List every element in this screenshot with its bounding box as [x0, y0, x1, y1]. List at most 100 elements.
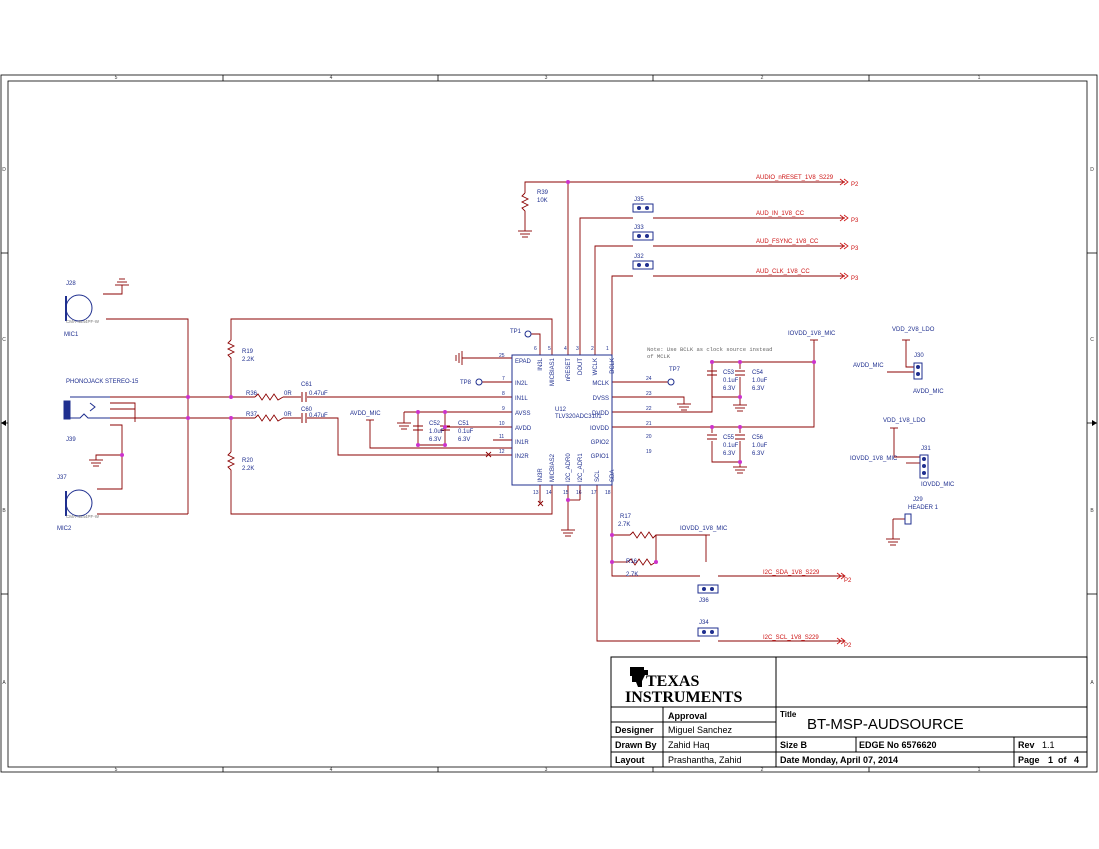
- ic-pin-number: 25: [499, 353, 505, 359]
- layout-label: Layout: [615, 755, 645, 765]
- ic-pin-name: DVSS: [593, 396, 609, 402]
- net-label-i2c-scl: I2C_SCL_1V8_S229: [763, 635, 819, 641]
- phone-jack-j39: [63, 396, 110, 420]
- value-c52: 1.0uF: [429, 429, 445, 435]
- ref-j32: J32: [634, 254, 644, 260]
- date-value: Date Monday, April 07, 2014: [780, 755, 898, 765]
- ground-icon: [115, 278, 129, 286]
- jumpers: [632, 203, 929, 637]
- rev-label: Rev: [1018, 740, 1035, 750]
- ground-icon: [733, 404, 747, 412]
- microphone-mic2: [65, 489, 93, 517]
- ref-c61: C61: [301, 382, 313, 388]
- zone-col-label: 4: [330, 75, 333, 81]
- value-c53: 0.1uF: [723, 378, 739, 384]
- jumper-j36: [697, 584, 719, 594]
- ic-pin-number: 20: [646, 434, 652, 440]
- layout-value: Prashantha, Zahid: [668, 755, 742, 765]
- power-label-iovdd: IOVDD_1V8_MIC: [850, 456, 898, 462]
- value-r17: 2.7K: [618, 522, 630, 528]
- capacitor-c54: [735, 370, 745, 376]
- title-block: [610, 656, 1088, 768]
- value-r39: 10K: [537, 198, 548, 204]
- ref-r36: R36: [246, 391, 258, 397]
- ic-pin-number: 11: [499, 434, 504, 440]
- zone-row-label: D: [2, 167, 6, 173]
- test-points: [475, 330, 675, 386]
- offpage-ref: P2: [844, 643, 852, 649]
- bclk-note: Note: Use BCLK as clock source instead o…: [647, 346, 772, 360]
- ref-r20: R20: [242, 458, 254, 464]
- header-j29: [904, 513, 912, 525]
- power-label-iovdd: IOVDD_1V8_MIC: [680, 526, 728, 532]
- value-c60: 0.47uF: [309, 413, 328, 419]
- ground-icon: [455, 351, 463, 365]
- volt-c54: 6.3V: [752, 386, 764, 392]
- resistor-r20: [226, 451, 236, 478]
- ic-pin-number: 24: [646, 376, 652, 382]
- value-r36: 0R: [284, 391, 292, 397]
- zone-row-label: A: [2, 680, 6, 686]
- testpoint-tp8: [475, 378, 483, 386]
- ref-r16: R16: [626, 559, 638, 565]
- ic-pin-number: 12: [499, 449, 505, 455]
- ic-pin-number: 15: [563, 490, 569, 496]
- drawn-by-value: Zahid Haq: [668, 740, 710, 750]
- ref-c56: C56: [752, 435, 764, 441]
- designer-label: Designer: [615, 725, 654, 735]
- ref-j35: J35: [634, 197, 644, 203]
- volt-c56: 6.3V: [752, 451, 764, 457]
- name-mic1: MIC1: [64, 332, 79, 338]
- ground-icon: [89, 459, 103, 467]
- ic-pin-name: MICBIAS1: [550, 357, 556, 386]
- frame-zone-labels: 5 4 3 2 1 5 4 3 2 1 D C B A D C B A: [2, 75, 1094, 773]
- ref-c54: C54: [752, 370, 764, 376]
- ic-pin-number: 6: [534, 346, 537, 352]
- zone-row-label: D: [1090, 167, 1094, 173]
- name-mic2: MIC2: [57, 526, 72, 532]
- ic-pin-name: SDA: [610, 470, 616, 482]
- zone-col-label: 3: [545, 75, 548, 81]
- ic-u12: U12 TLV320ADC3101 EPAD IN2L IN1L AVSS AV…: [485, 346, 652, 507]
- capacitor-c53: [707, 370, 717, 376]
- ic-pin-name: I2C_ADR0: [566, 453, 572, 482]
- offpage-ref: P3: [851, 218, 859, 224]
- offpage-ref: P2: [851, 182, 859, 188]
- ic-pin-name: SCL: [595, 470, 601, 482]
- resistor-r16: [627, 558, 657, 566]
- zone-col-label: 5: [115, 767, 118, 773]
- ic-pin-number: 5: [548, 346, 551, 352]
- zone-col-label: 1: [978, 75, 981, 81]
- size-value: Size B: [780, 740, 808, 750]
- resistor-r19: [226, 339, 236, 362]
- volt-c53: 6.3V: [723, 386, 735, 392]
- jumper-j30: [913, 362, 923, 380]
- ref-tp8: TP8: [460, 380, 472, 386]
- ref-r17: R17: [620, 514, 632, 520]
- jumper-j32: [632, 260, 654, 270]
- jumper-j34: [697, 627, 719, 637]
- net-label-aud-clk: AUD_CLK_1V8_CC: [756, 269, 810, 275]
- ic-pin-name: IOVDD: [590, 426, 610, 432]
- ic-pin-name: GPIO1: [591, 454, 610, 460]
- resistors: [226, 192, 657, 566]
- ic-pin-number: 7: [502, 376, 505, 382]
- company-line1: TEXAS: [646, 673, 699, 690]
- ic-pin-number: 3: [576, 346, 579, 352]
- ic-pin-name: AVDD: [515, 426, 532, 432]
- capacitor-c52: [413, 425, 423, 431]
- ic-pin-number: 8: [502, 391, 505, 397]
- zone-col-label: 2: [761, 767, 764, 773]
- ic-pin-number: 9: [502, 406, 505, 412]
- ref-j30: J30: [914, 353, 924, 359]
- ref-tp1: TP1: [510, 329, 522, 335]
- power-label-vdd-1v8: VDD_1V8_LDO: [883, 418, 926, 424]
- rev-value: 1.1: [1042, 740, 1055, 750]
- ref-tp7: TP7: [669, 367, 681, 373]
- ground-icon: [561, 529, 575, 537]
- ic-pin-number: 16: [576, 490, 582, 496]
- value-c51: 0.1uF: [458, 429, 474, 435]
- jumper-j35: [632, 203, 654, 213]
- page-count: 4: [1074, 755, 1079, 765]
